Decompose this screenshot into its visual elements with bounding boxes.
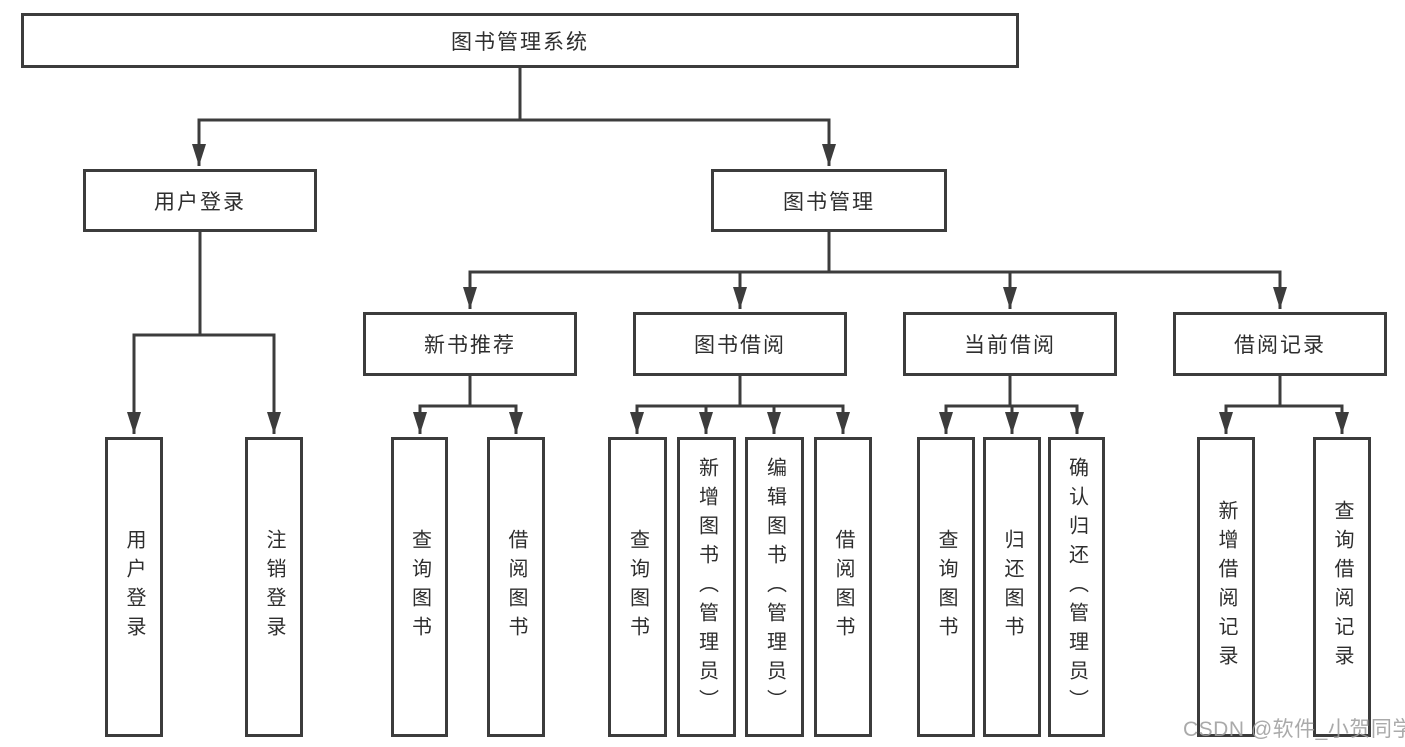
connector-user-login — [127, 231, 281, 434]
node-leaf-borrow-books-1-label: 借阅图书 — [505, 529, 527, 645]
connector-borrow-records — [1219, 375, 1349, 434]
node-leaf-query-books-2: 查询图书 — [608, 437, 667, 737]
node-new-books-label: 新书推荐 — [424, 334, 516, 357]
connector-current-borrow — [939, 375, 1084, 434]
node-leaf-logout: 注销登录 — [245, 437, 303, 737]
node-user-login-label: 用户登录 — [154, 190, 246, 214]
node-leaf-borrow-books-2-label: 借阅图书 — [832, 529, 854, 645]
node-leaf-query-books-2-label: 查询图书 — [626, 529, 649, 645]
csdn-watermark: CSDN @软件_小贺同学 — [1183, 718, 1405, 741]
connector-book-management — [463, 231, 1287, 309]
node-leaf-confirm-return-admin-label: 确认归还（管理员） — [1065, 456, 1088, 718]
node-book-management-label: 图书管理 — [783, 190, 875, 214]
node-leaf-confirm-return-admin: 确认归还（管理员） — [1048, 437, 1105, 737]
node-leaf-query-books-3-label: 查询图书 — [935, 529, 957, 645]
node-leaf-query-borrow-record: 查询借阅记录 — [1313, 437, 1371, 737]
node-leaf-logout-label: 注销登录 — [263, 529, 285, 645]
connector-new-books — [413, 375, 523, 434]
node-current-borrow: 当前借阅 — [903, 312, 1117, 376]
node-leaf-add-books-admin-label: 新增图书（管理员） — [695, 456, 718, 718]
node-current-borrow-label: 当前借阅 — [964, 334, 1056, 357]
node-leaf-query-borrow-record-label: 查询借阅记录 — [1331, 500, 1353, 674]
node-leaf-user-login-label: 用户登录 — [123, 529, 145, 645]
node-new-books: 新书推荐 — [363, 312, 577, 376]
node-root-label: 图书管理系统 — [451, 30, 589, 54]
node-leaf-borrow-books-2: 借阅图书 — [814, 437, 872, 737]
node-leaf-add-borrow-record: 新增借阅记录 — [1197, 437, 1255, 737]
connector-book-borrow — [630, 375, 850, 434]
node-leaf-query-books-1: 查询图书 — [391, 437, 448, 737]
node-leaf-add-borrow-record-label: 新增借阅记录 — [1215, 500, 1237, 674]
node-root: 图书管理系统 — [21, 13, 1019, 68]
node-borrow-records: 借阅记录 — [1173, 312, 1387, 376]
node-leaf-query-books-1-label: 查询图书 — [408, 529, 431, 645]
node-book-management: 图书管理 — [711, 169, 947, 232]
node-book-borrow-label: 图书借阅 — [694, 334, 786, 357]
node-book-borrow: 图书借阅 — [633, 312, 847, 376]
node-leaf-edit-books-admin: 编辑图书（管理员） — [745, 437, 804, 737]
node-user-login: 用户登录 — [83, 169, 317, 232]
node-leaf-add-books-admin: 新增图书（管理员） — [677, 437, 736, 737]
node-leaf-borrow-books-1: 借阅图书 — [487, 437, 545, 737]
node-leaf-return-books-label: 归还图书 — [1001, 529, 1023, 645]
node-borrow-records-label: 借阅记录 — [1234, 334, 1326, 357]
node-leaf-return-books: 归还图书 — [983, 437, 1041, 737]
connector-root — [192, 68, 836, 166]
node-leaf-edit-books-admin-label: 编辑图书（管理员） — [763, 456, 786, 718]
node-leaf-query-books-3: 查询图书 — [917, 437, 975, 737]
node-leaf-user-login: 用户登录 — [105, 437, 163, 737]
